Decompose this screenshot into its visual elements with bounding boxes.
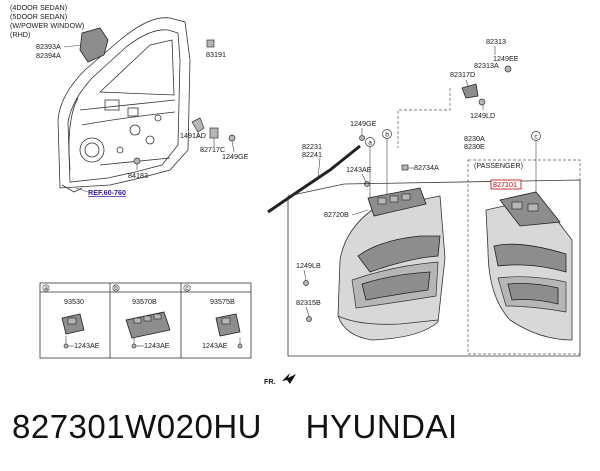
label-82231: 82231: [302, 142, 322, 151]
callout-a: a: [365, 137, 375, 205]
label-82393a: 82393A: [36, 42, 61, 51]
clip-82734a: [401, 164, 409, 171]
label-82734a: 82734A: [414, 163, 439, 172]
door-inner-panel: [57, 17, 191, 193]
front-arrow-icon: [282, 373, 296, 384]
label-8230a: 8230A: [464, 134, 485, 143]
label-82315b: 82315B: [296, 298, 321, 307]
label-82394a: 82394A: [36, 51, 61, 60]
svg-text:b: b: [114, 285, 118, 292]
label-1491ad: 1491AD: [180, 131, 206, 140]
label-8230e: 8230E: [464, 142, 485, 151]
note-4door: (4DOOR SEDAN): [10, 3, 67, 12]
caption: 827301W020HU HYUNDAI: [12, 408, 492, 446]
label-1243ae-c: 1243AE: [202, 341, 228, 350]
weatherstrip-82231: [267, 144, 361, 214]
front-indicator: FR.: [264, 377, 276, 386]
bracket-82393a: [79, 27, 109, 63]
label-83191: 83191: [206, 50, 226, 59]
svg-text:c: c: [185, 285, 189, 292]
highlight-box[interactable]: [490, 179, 522, 190]
clip-83191: [206, 39, 215, 48]
label-82317d: 82317D: [450, 70, 475, 79]
label-1249ge-b: 1249GE: [350, 119, 377, 128]
label-1243ae-b: 1243AE: [144, 341, 170, 350]
detail-b: b 93570B 1243AE: [112, 284, 171, 350]
label-827101-highlight: 827101: [493, 180, 517, 189]
door-trim-driver: [337, 187, 446, 341]
label-passenger: (PASSENGER): [474, 161, 523, 170]
label-93575b: 93575B: [210, 297, 235, 306]
callout-b: b: [382, 129, 392, 200]
label-82720b: 82720B: [324, 210, 349, 219]
detail-c: c 93575B 1243AE: [183, 284, 243, 350]
label-1249lb: 1249LB: [296, 261, 321, 270]
note-power-window: (W/POWER WINDOW): [10, 21, 84, 30]
detail-table: [39, 282, 252, 359]
label-82241: 82241: [302, 150, 322, 159]
bolt-1249ee: [504, 65, 512, 73]
hinge-cluster: [191, 117, 236, 142]
clip-82317d: [461, 83, 486, 106]
label-1249ee: 1249EE: [493, 54, 519, 63]
label-82313a: 82313A: [474, 61, 499, 70]
label-82313: 82313: [486, 37, 506, 46]
caption-part-number: 827301W020HU: [12, 408, 262, 445]
label-84183: 84183: [128, 171, 148, 180]
svg-text:c: c: [534, 134, 538, 141]
plug-84183: [133, 157, 141, 165]
note-5door: (5DOOR SEDAN): [10, 12, 67, 21]
label-1243ae-top: 1243AE: [346, 165, 372, 174]
note-rhd: (RHD): [10, 30, 30, 39]
label-1243ae-a: 1243AE: [74, 341, 100, 350]
svg-text:b: b: [385, 132, 389, 139]
detail-a: a 93530 1243AE: [42, 284, 100, 350]
svg-text:a: a: [368, 140, 372, 147]
label-93570b: 93570B: [132, 297, 157, 306]
svg-text:a: a: [44, 285, 48, 292]
label-82717c: 82717C: [200, 145, 225, 154]
label-93530: 93530: [64, 297, 84, 306]
door-trim-passenger: [485, 191, 573, 341]
label-1249ge-a: 1249GE: [222, 152, 249, 161]
ref-60-760[interactable]: REF.60-760: [88, 188, 126, 197]
caption-brand: HYUNDAI: [305, 408, 458, 445]
passenger-box: [467, 159, 581, 355]
label-1249ld: 1249LD: [470, 111, 495, 120]
